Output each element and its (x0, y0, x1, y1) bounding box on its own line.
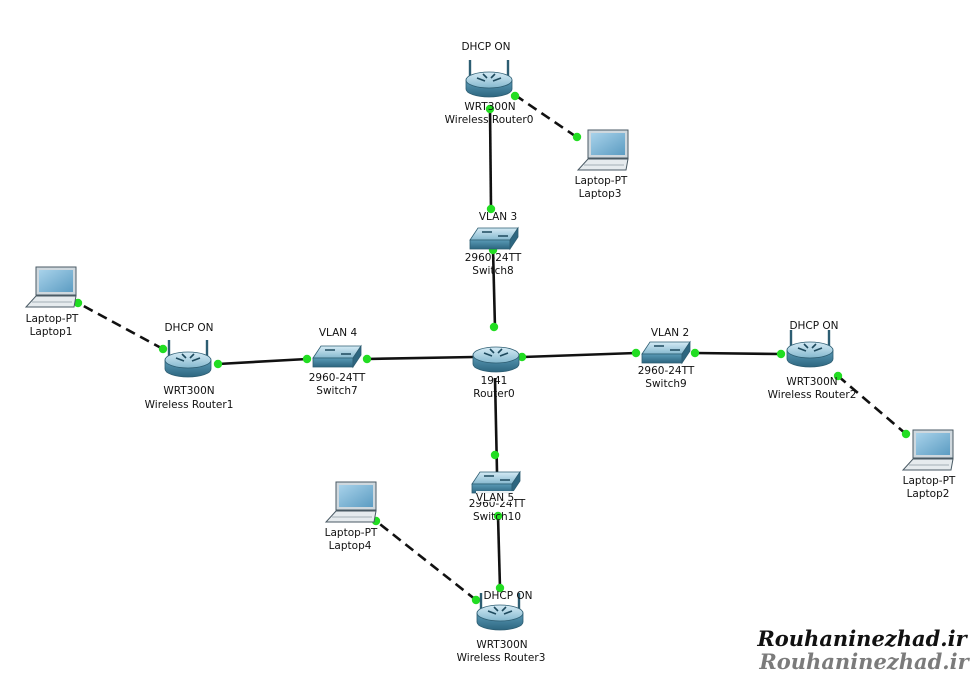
router0-name-label: Router0 (473, 388, 514, 400)
wr2-dhcp-status: DHCP ON (789, 320, 838, 332)
switch7[interactable]: VLAN 4 2960-24TT Switch7 (309, 327, 366, 397)
port-light (471, 595, 481, 605)
switch-icon (312, 344, 362, 369)
laptop4-model-label: Laptop-PT (325, 527, 378, 539)
laptop2-model-label: Laptop-PT (903, 475, 956, 487)
connection-links (77, 93, 907, 602)
switch9[interactable]: VLAN 2 2960-24TT Switch9 (638, 327, 695, 390)
switch8-model-label: 2960-24TT (465, 252, 522, 264)
link-switch9-wr2[interactable] (694, 351, 782, 356)
port-light (631, 348, 641, 358)
wireless-router0[interactable]: DHCP ON WRT300N Wireless Router0 (445, 41, 534, 126)
laptop4[interactable]: Laptop-PT Laptop4 (324, 481, 378, 552)
wireless-router3[interactable]: DHCP ON WRT300N Wireless Router3 (457, 590, 546, 664)
switch8-name-label: Switch8 (472, 265, 513, 277)
switch7-name-label: Switch7 (316, 385, 357, 397)
link-switch10-wr3[interactable] (496, 515, 502, 589)
laptop4-name-label: Laptop4 (329, 540, 372, 552)
port-light (213, 359, 223, 369)
port-lights (73, 91, 911, 605)
switch10-name-label: Switch10 (473, 511, 521, 523)
wr1-dhcp-status: DHCP ON (164, 322, 213, 334)
link-router0-switch8[interactable] (491, 248, 497, 329)
port-light (158, 344, 168, 354)
switch9-vlan-label: VLAN 2 (651, 327, 689, 339)
laptop1-model-label: Laptop-PT (26, 313, 79, 325)
switch-icon (641, 340, 691, 365)
port-light (510, 91, 520, 101)
switch8-vlan-label: VLAN 3 (479, 211, 517, 223)
wireless-router-icon (465, 60, 513, 98)
port-light (362, 354, 372, 364)
watermark-text: Rouhaninezhad.ir (756, 626, 968, 651)
wireless-router-icon (786, 330, 834, 368)
link-wr0-laptop3[interactable] (514, 93, 579, 140)
link-router0-switch7[interactable] (365, 355, 475, 361)
switch-icon (469, 226, 519, 251)
watermark: Rouhaninezhad.ir Rouhaninezhad.ir (756, 626, 970, 674)
laptop3-name-label: Laptop3 (579, 188, 622, 200)
wireless-router-icon (164, 340, 212, 378)
wireless-router2[interactable]: DHCP ON WRT300N Wireless Router2 (768, 320, 857, 401)
link-wr2-laptop2[interactable] (837, 375, 907, 435)
laptop-icon (901, 429, 954, 471)
wr2-name-label: Wireless Router2 (768, 389, 857, 401)
port-light (901, 429, 911, 439)
link-switch7-wr1[interactable] (217, 357, 308, 366)
laptop3-model-label: Laptop-PT (575, 175, 628, 187)
port-light (495, 583, 505, 593)
laptop1[interactable]: Laptop-PT Laptop1 (24, 266, 79, 338)
port-light (490, 450, 500, 460)
laptop-icon (576, 129, 629, 171)
router-icon (472, 346, 520, 373)
laptop-icon (24, 266, 77, 308)
port-light (572, 132, 582, 142)
port-light (517, 352, 527, 362)
wr1-name-label: Wireless Router1 (145, 399, 234, 411)
switch7-vlan-label: VLAN 4 (319, 327, 358, 339)
wireless-router1[interactable]: DHCP ON WRT300N Wireless Router1 (145, 322, 234, 411)
link-router0-switch9[interactable] (522, 351, 637, 359)
laptop3[interactable]: Laptop-PT Laptop3 (575, 129, 629, 200)
port-light (833, 371, 843, 381)
laptop-icon (324, 481, 377, 523)
wr0-model-label: WRT300N (464, 101, 515, 113)
wr0-dhcp-status: DHCP ON (461, 41, 510, 53)
port-light (302, 354, 312, 364)
link-wr1-laptop1[interactable] (77, 301, 164, 351)
svg-text:Rouhaninezhad.ir: Rouhaninezhad.ir (758, 649, 970, 674)
switch-icon (471, 470, 521, 495)
switch10-vlan-label: VLAN 5 (476, 492, 514, 504)
link-switch8-wr0[interactable] (488, 108, 493, 209)
port-light (73, 298, 83, 308)
laptop2-name-label: Laptop2 (907, 488, 950, 500)
port-light (489, 322, 499, 332)
wireless-router-icon (476, 593, 524, 631)
port-light (486, 204, 496, 214)
laptop1-name-label: Laptop1 (30, 326, 73, 338)
wr3-dhcp-status: DHCP ON (483, 590, 532, 602)
switch10[interactable]: 2960-24TT VLAN 5 Switch10 (469, 470, 526, 523)
port-light (485, 104, 495, 114)
switch8[interactable]: VLAN 3 2960-24TT Switch8 (465, 211, 522, 277)
wr3-model-label: WRT300N (476, 639, 527, 651)
switch9-model-label: 2960-24TT (638, 365, 695, 377)
link-wr3-laptop4[interactable] (375, 519, 477, 602)
wr3-name-label: Wireless Router3 (457, 652, 546, 664)
port-light (776, 349, 786, 359)
wr0-name-label: Wireless Router0 (445, 114, 534, 126)
router0-model-label: 1941 (481, 375, 508, 387)
wr2-model-label: WRT300N (786, 376, 837, 388)
port-light (493, 511, 503, 521)
laptop2[interactable]: Laptop-PT Laptop2 (901, 429, 956, 500)
port-light (690, 348, 700, 358)
router0[interactable]: 1941 Router0 (472, 346, 520, 400)
switch7-model-label: 2960-24TT (309, 372, 366, 384)
wr1-model-label: WRT300N (163, 385, 214, 397)
switch9-name-label: Switch9 (645, 378, 686, 390)
